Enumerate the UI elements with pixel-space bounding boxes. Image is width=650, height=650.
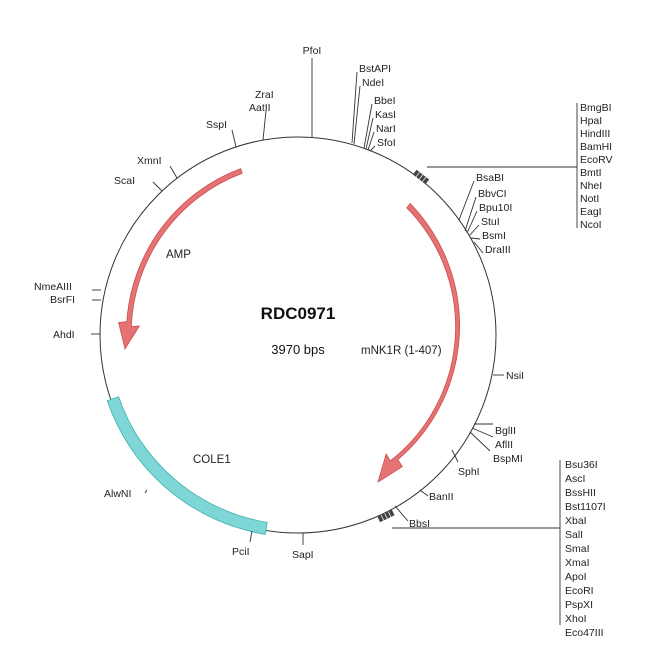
cole1-feature-border: [106, 396, 268, 535]
tick-bpu10i: [466, 210, 478, 234]
site-label-bglii: BglII: [495, 425, 516, 437]
tick-zrai: [262, 110, 267, 141]
site-label-stui: StuI: [481, 216, 500, 228]
mcs2-site: ApoI: [565, 571, 587, 583]
site-label-bbei: BbeI: [374, 95, 396, 107]
tick-ndei: [353, 85, 361, 145]
amp-feature-arrow: [118, 168, 243, 351]
site-label-ahdi: AhdI: [53, 329, 75, 341]
tick-bsmi: [470, 237, 481, 240]
mcs2-site: BssHII: [565, 487, 596, 499]
tick-bbsi: [394, 505, 409, 522]
mcs1-site: NcoI: [580, 219, 602, 231]
tick-stui: [468, 224, 480, 237]
mcs1-list: BmgBI HpaI HindIII BamHI EcoRV BmtI NheI…: [580, 102, 613, 231]
site-label-bbsi: BbsI: [409, 518, 430, 530]
tick-alwni: [144, 489, 148, 494]
site-label-sapi: SapI: [292, 549, 314, 561]
site-label-bsabi: BsaBI: [476, 172, 504, 184]
mcs2-site: PspXI: [565, 599, 593, 611]
mcs2-site: SmaI: [565, 543, 590, 555]
mcs1-site: EcoRV: [580, 154, 613, 166]
mcs2-site: Eco47III: [565, 627, 604, 639]
tick-sphi: [451, 449, 459, 463]
mcs2-list: Bsu36I AscI BssHII Bst1107I XbaI SalI Sm…: [565, 459, 606, 639]
tick-sfoi: [369, 145, 376, 152]
site-label-ndei: NdeI: [362, 77, 384, 89]
mcs1-site: NotI: [580, 193, 599, 205]
site-label-nsii: NsiI: [506, 370, 524, 382]
amp-label: AMP: [166, 249, 191, 261]
site-label-bpu10i: Bpu10I: [479, 202, 512, 214]
tick-nari: [367, 131, 375, 151]
site-label-sspi: SspI: [206, 119, 227, 131]
mcs1-site: HpaI: [580, 115, 602, 127]
tick-scai: [152, 181, 163, 192]
site-label-pcii: PciI: [232, 546, 250, 558]
site-label-scai: ScaI: [114, 175, 135, 187]
plasmid-backbone: [99, 136, 497, 534]
site-label-nmeaiii: NmeAIII: [34, 281, 72, 293]
site-label-bsmi: BsmI: [482, 230, 506, 242]
tick-bspmi: [469, 431, 491, 452]
mnk1r-label: mNK1R (1-407): [361, 345, 442, 357]
tick-bstapi: [351, 71, 358, 144]
site-label-pfoi: PfoI: [303, 45, 322, 57]
tick-bbvci: [464, 196, 477, 232]
tick-sspi: [231, 129, 237, 148]
mcs2-site: XbaI: [565, 515, 587, 527]
site-label-zrai: ZraI: [255, 89, 274, 101]
tick-xmni: [169, 165, 178, 179]
mcs1-site: HindIII: [580, 128, 610, 140]
site-label-bsrfi: BsrFI: [50, 294, 75, 306]
site-label-alwni: AlwNI: [104, 488, 131, 500]
tick-kasi: [365, 117, 374, 150]
site-label-banii: BanII: [429, 491, 454, 503]
tick-draiii: [473, 241, 484, 254]
site-label-draiii: DraIII: [485, 244, 511, 256]
site-label-aatii: AatII: [249, 102, 271, 114]
site-label-aflii: AflII: [495, 439, 513, 451]
tick-bsabi: [458, 180, 475, 221]
mcs1-site: BmgBI: [580, 102, 612, 114]
plasmid-name: RDC0971: [261, 304, 336, 323]
mnk1r-feature-arrow: [377, 202, 460, 483]
mcs1-site: BmtI: [580, 167, 602, 179]
site-label-bspmi: BspMI: [493, 453, 523, 465]
cole1-label: COLE1: [193, 454, 231, 466]
tick-pcii: [249, 530, 253, 543]
site-label-xmni: XmnI: [137, 155, 162, 167]
mcs2-site: SalI: [565, 529, 583, 541]
tick-aflii: [471, 427, 494, 438]
tick-banii: [419, 489, 429, 497]
mcs1-marker: [412, 169, 430, 185]
site-label-nari: NarI: [376, 123, 396, 135]
mcs2-site: Bsu36I: [565, 459, 598, 471]
mcs2-site: AscI: [565, 473, 585, 485]
cole1-feature: [107, 396, 268, 535]
mcs1-site: EagI: [580, 206, 602, 218]
mcs2-site: XmaI: [565, 557, 590, 569]
mcs1-site: NheI: [580, 180, 602, 192]
site-label-kasi: KasI: [375, 109, 396, 121]
mcs1-site: BamHI: [580, 141, 612, 153]
site-label-sphi: SphI: [458, 466, 480, 478]
plasmid-size: 3970 bps: [271, 342, 325, 357]
mcs2-site: XhoI: [565, 613, 587, 625]
site-label-bbvci: BbvCI: [478, 188, 507, 200]
mcs2-site: EcoRI: [565, 585, 594, 597]
mcs2-site: Bst1107I: [565, 501, 606, 513]
site-label-bstapi: BstAPI: [359, 63, 391, 75]
tick-bbei: [363, 103, 373, 149]
site-label-sfoi: SfoI: [377, 137, 396, 149]
mcs2-marker: [377, 509, 395, 523]
